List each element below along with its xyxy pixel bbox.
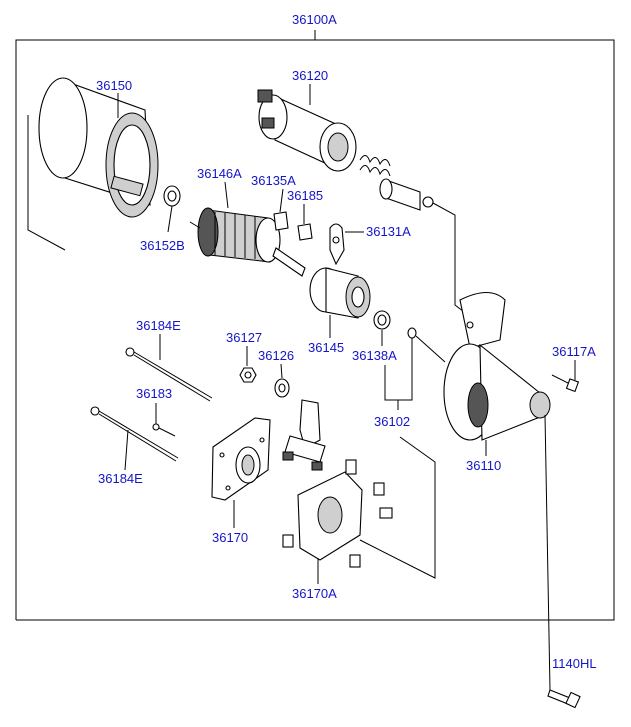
bolt-1140hl-part[interactable] [547, 689, 581, 709]
brush-36135a-part[interactable] [273, 211, 289, 231]
ring-36138a-part[interactable] [373, 310, 417, 339]
label-36150[interactable]: 36150 [96, 78, 132, 93]
pad-36185-part[interactable] [297, 223, 313, 241]
assembly-frame [15, 30, 615, 621]
label-1140hl[interactable]: 1140HL [552, 656, 597, 671]
bolt-1140hl-leader [544, 414, 551, 691]
solenoid-part[interactable] [257, 89, 357, 172]
spring-part[interactable] [359, 155, 391, 177]
label-36183[interactable]: 36183 [136, 386, 172, 401]
label-36184e-bottom[interactable]: 36184E [98, 471, 143, 486]
label-36117a[interactable]: 36117A [552, 344, 596, 359]
rear-cover-part[interactable] [211, 417, 271, 501]
label-36135a[interactable]: 36135A [251, 173, 296, 188]
through-bolt-top-part[interactable] [125, 347, 213, 402]
pinion-clutch-part[interactable] [309, 267, 371, 319]
label-36126[interactable]: 36126 [258, 348, 294, 363]
front-housing-part[interactable] [443, 291, 551, 441]
nut-36127-part[interactable] [239, 367, 257, 383]
label-36102[interactable]: 36102 [374, 414, 410, 429]
label-36152b[interactable]: 36152B [140, 238, 185, 253]
yoke-housing-part[interactable] [38, 77, 159, 218]
yoke-leader-line [27, 115, 66, 251]
label-36127[interactable]: 36127 [226, 330, 262, 345]
washer-36126-part[interactable] [274, 378, 290, 398]
bolt-36117a-part[interactable] [551, 374, 580, 393]
label-36170[interactable]: 36170 [212, 530, 248, 545]
armature-part[interactable] [189, 207, 306, 277]
screw-36183-part[interactable] [152, 423, 176, 437]
label-36184e-top[interactable]: 36184E [136, 318, 181, 333]
label-36170a[interactable]: 36170A [292, 586, 337, 601]
brush-holder-part[interactable] [282, 459, 393, 568]
label-36131a[interactable]: 36131A [366, 224, 411, 239]
plunger-part[interactable] [379, 178, 434, 211]
washer-36152b-part[interactable] [163, 185, 181, 207]
terminal-lead-part[interactable] [282, 399, 326, 471]
label-36110[interactable]: 36110 [466, 458, 501, 473]
label-36120[interactable]: 36120 [292, 68, 328, 83]
through-bolt-bottom-part[interactable] [90, 406, 179, 462]
label-36138a[interactable]: 36138A [352, 348, 397, 363]
assembly-title[interactable]: 36100A [292, 12, 337, 27]
bracket-36102-leader [359, 338, 436, 579]
lever-36131a-part[interactable] [329, 223, 345, 266]
label-36146a[interactable]: 36146A [197, 166, 242, 181]
label-36185[interactable]: 36185 [287, 188, 323, 203]
label-36145[interactable]: 36145 [308, 340, 344, 355]
